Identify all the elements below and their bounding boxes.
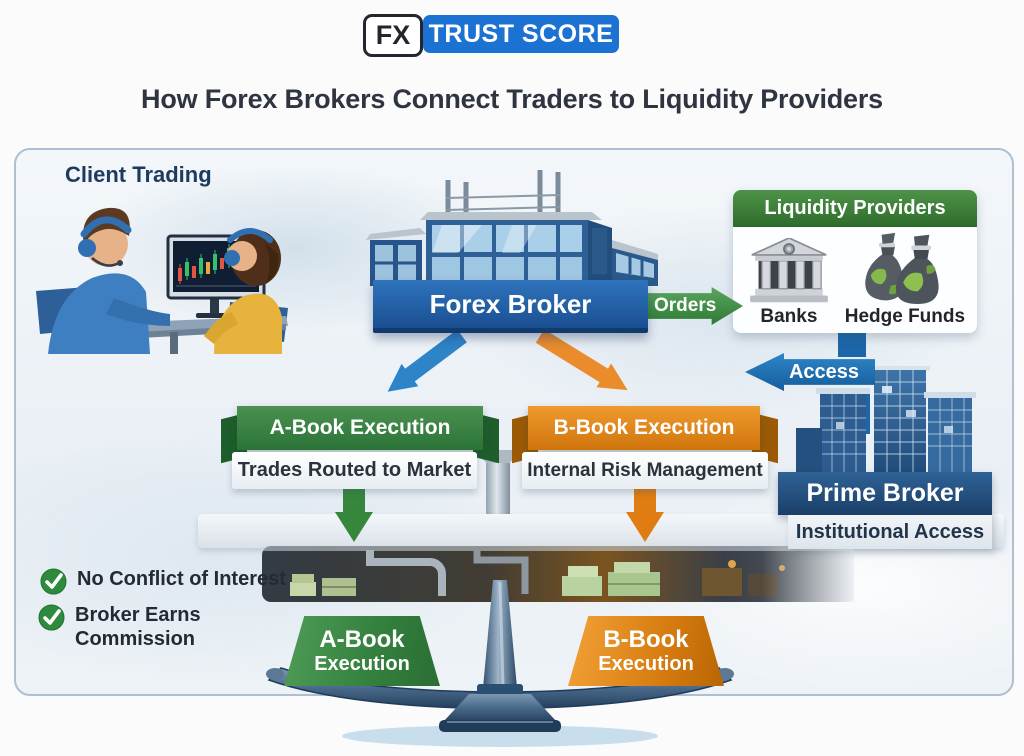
- headset-icon: [227, 228, 273, 243]
- fx-logo-text: FX: [375, 20, 411, 50]
- orders-label: Orders: [654, 295, 717, 316]
- forex-broker-label: Forex Broker: [429, 288, 592, 319]
- prime-broker-banner: Prime Broker: [778, 472, 992, 515]
- cash-stacks-icon: [290, 562, 660, 596]
- trust-score-badge: TRUST SCORE: [423, 15, 619, 53]
- check-item-broker-commission: Broker Earns Commission: [38, 604, 225, 651]
- institutional-access-bar: Institutional Access: [788, 515, 992, 549]
- arrow-broker-to-abook: [387, 329, 467, 392]
- a-book-scale-block: A-Book Execution: [284, 616, 440, 686]
- a-book-block-line2: Execution: [314, 652, 410, 675]
- b-book-scale-block: B-Book Execution: [568, 616, 724, 686]
- check-icon: [38, 604, 65, 631]
- arrow-broker-to-bbook: [535, 329, 628, 391]
- headset-icon: [80, 216, 132, 238]
- a-book-execution-banner: A-Book Execution: [237, 406, 483, 450]
- check-label: No Conflict of Interest: [77, 568, 286, 590]
- a-book-banner-label: A-Book Execution: [269, 416, 451, 439]
- money-bags-icon: [865, 232, 939, 304]
- vault-strip-illustration: [262, 546, 854, 602]
- check-icon: [40, 568, 67, 595]
- liquidity-providers-header: Liquidity Providers: [733, 190, 977, 227]
- b-book-sub-box: Internal Risk Management: [522, 452, 768, 489]
- bank-icon: [749, 238, 828, 303]
- institutional-access-label: Institutional Access: [795, 520, 985, 543]
- forex-broker-building: [366, 170, 658, 286]
- prime-broker-label: Prime Broker: [806, 479, 964, 507]
- check-item-no-conflict: No Conflict of Interest: [40, 568, 286, 595]
- b-book-block-line2: Execution: [598, 652, 694, 675]
- access-label: Access: [788, 360, 860, 383]
- hedge-funds-label: Hedge Funds: [844, 306, 966, 327]
- balance-scale: [266, 580, 734, 747]
- b-book-banner-label: B-Book Execution: [553, 416, 735, 439]
- forex-broker-banner: Forex Broker: [373, 280, 648, 333]
- client-trading-label: Client Trading: [65, 162, 212, 187]
- trust-score-text: TRUST SCORE: [428, 19, 614, 48]
- b-book-sub-label: Internal Risk Management: [527, 459, 763, 481]
- fx-logo-badge: FX: [363, 14, 423, 57]
- a-book-block-line1: A-Book: [319, 626, 405, 654]
- b-book-execution-banner: B-Book Execution: [528, 406, 760, 450]
- b-book-block-line1: B-Book: [603, 626, 689, 654]
- liquidity-providers-title: Liquidity Providers: [764, 197, 946, 219]
- a-book-sub-box: Trades Routed to Market: [232, 452, 477, 489]
- connector-liquidity-down: [838, 330, 866, 357]
- check-label: Broker Earns Commission: [75, 604, 201, 650]
- banks-label: Banks: [760, 306, 818, 327]
- a-book-sub-label: Trades Routed to Market: [237, 459, 472, 481]
- prime-broker-buildings: [796, 366, 976, 480]
- client-trading-illustration: [36, 207, 288, 354]
- page-title: How Forex Brokers Connect Traders to Liq…: [141, 84, 883, 114]
- liquidity-providers-box: Liquidity Providers Banks: [733, 190, 977, 333]
